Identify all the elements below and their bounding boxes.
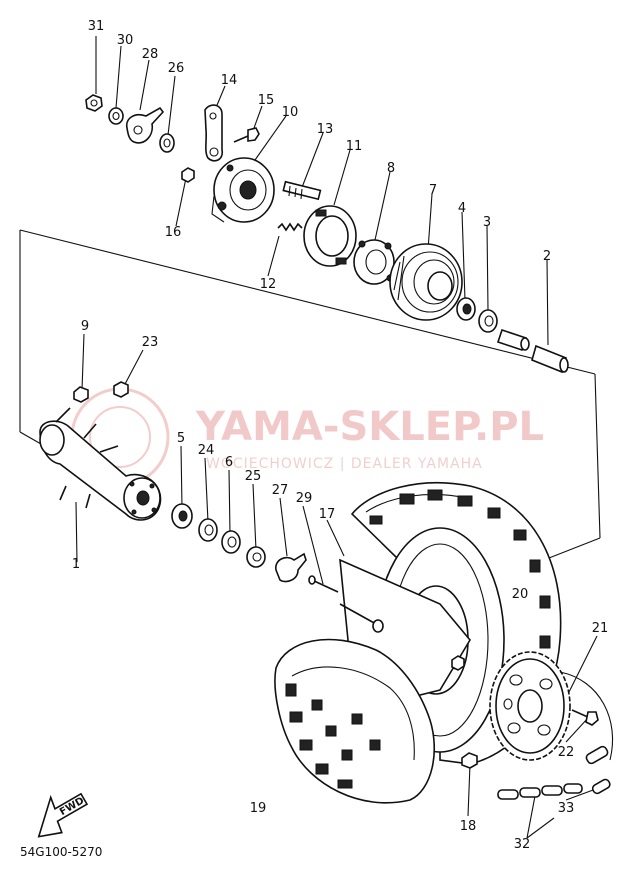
callout-label: 28 [142,47,159,62]
callout-label: 21 [592,621,609,636]
part-30-washer [108,107,124,125]
hub-assembly [39,381,339,593]
diagram-code: 54G100-5270 [20,845,102,859]
part-6-seal [221,530,241,554]
part-5-bearing [171,503,193,529]
part-1-hub [39,407,162,521]
part-32-chain [497,783,583,800]
callout-label: 10 [282,105,299,120]
part-14-brake-arm [204,104,224,162]
upper-parts [85,94,569,374]
callout-label: 3 [483,215,491,230]
part-11-brake-shoes [303,205,357,267]
callout-label: 30 [117,33,134,48]
callout-label: 24 [198,443,215,458]
part-12-spring [277,222,303,232]
callout-label: 4 [458,201,466,216]
part-27-plate [275,552,307,583]
part-15-bolt [233,127,260,143]
callout-label: 6 [225,455,233,470]
part-26-bushing [159,133,175,153]
part-7-brake-drum [389,243,463,321]
callout-label: 9 [81,319,89,334]
part-23-nut [113,381,129,398]
part-28-lever [125,106,165,144]
callout-label: 25 [245,469,262,484]
callout-label: 5 [177,431,185,446]
leader-lines [75,36,605,839]
callout-label: 15 [258,93,275,108]
part-2-spacers [496,328,569,374]
callout-label: 16 [165,225,182,240]
callout-labels: 31 30 28 26 14 15 10 13 11 8 7 4 3 2 16 … [72,19,608,852]
part-4-bearing [456,297,476,321]
callout-label: 27 [272,483,289,498]
callout-label: 23 [142,335,159,350]
watermark: YAMA-SKLEP.PL WOCIECHOWICZ | DEALER YAMA… [70,387,544,487]
part-21-sprocket [489,651,571,761]
watermark-title: YAMA-SKLEP.PL [195,404,544,450]
watermark-subtitle: WOCIECHOWICZ | DEALER YAMAHA [206,456,483,472]
callout-label: 31 [88,19,105,34]
callout-label: 1 [72,557,80,572]
callout-label: 13 [317,122,334,137]
part-20-nut [451,655,465,671]
part-3-oil-seal [478,309,498,333]
part-9-nut [73,386,89,403]
part-8-plate [353,239,395,285]
stud-bolt [339,603,377,625]
callout-label: 29 [296,491,313,506]
callout-label: 2 [543,249,551,264]
callout-label: 17 [319,507,336,522]
callout-label: 20 [512,587,529,602]
drive-parts [489,651,614,800]
part-31-nut [85,94,103,112]
part-29-pin [308,575,339,593]
callout-label: 14 [221,73,238,88]
part-19-tire-lower [274,638,436,804]
chain-path [559,671,614,761]
callout-label: 18 [460,819,477,834]
callout-label: 26 [168,61,185,76]
callout-label: 22 [558,745,575,760]
part-18-nut [461,752,478,769]
part-25-collar [246,546,266,568]
part-33-chain-joint [585,745,611,795]
callout-label: 12 [260,277,277,292]
callout-label: 7 [429,183,437,198]
callout-label: 11 [346,139,363,154]
fwd-arrow-icon: FWD [37,792,89,838]
callout-label: 19 [250,801,267,816]
callout-label: 33 [558,801,575,816]
part-22-bolt [571,709,599,726]
part-13-cam-shaft [282,180,322,201]
part-24-collar [198,518,218,542]
callout-label: 32 [514,837,531,852]
part-10-brake-panel [211,157,275,223]
part-16-nut [181,167,195,183]
callout-label: 8 [387,161,395,176]
